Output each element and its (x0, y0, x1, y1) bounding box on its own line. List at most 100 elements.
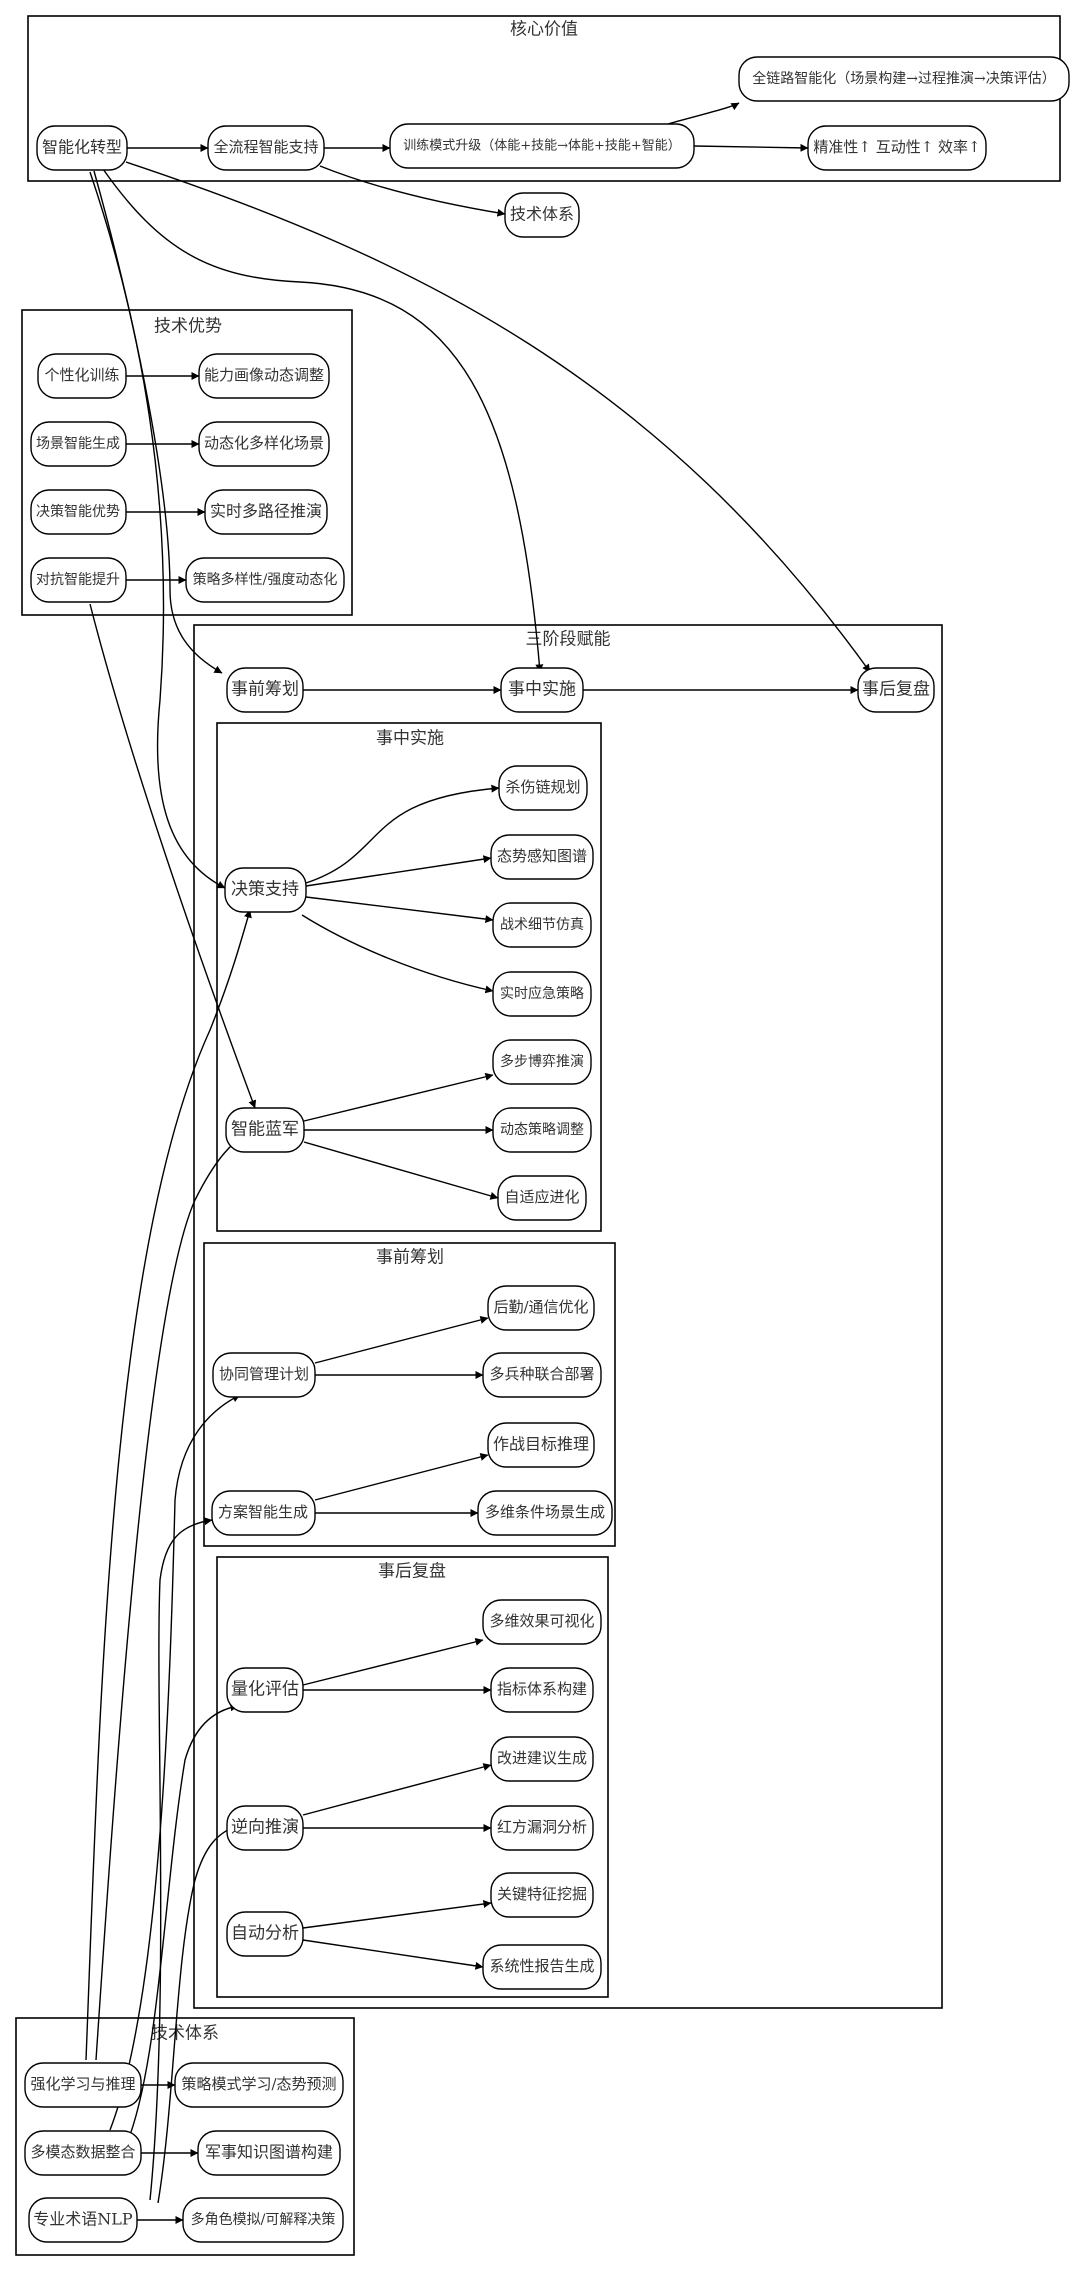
node-auto-analysis[interactable]: 自动分析 (226, 1911, 304, 1957)
node-pre[interactable]: 事前筹划 (226, 667, 304, 713)
edge-transform-decision (89, 171, 226, 889)
node-multimodal[interactable]: 多模态数据整合 (24, 2130, 142, 2176)
node-label: 多模态数据整合 (30, 2143, 135, 2161)
node-fullchain[interactable]: 全链路智能化（场景构建→过程推演→决策评估） (738, 56, 1070, 102)
node-label: 训练模式升级（体能+技能→体能+技能+智能） (403, 139, 681, 154)
node-label: 智能蓝军 (231, 1120, 299, 1140)
node-adaptive[interactable]: 自适应进化 (497, 1175, 587, 1221)
node-label: 杀伤链规划 (505, 778, 580, 796)
cluster-title-core-value: 核心价值 (510, 20, 578, 40)
node-multi-scene[interactable]: 多维条件场景生成 (477, 1490, 613, 1536)
node-quant-eval[interactable]: 量化评估 (226, 1667, 304, 1713)
edges (85, 102, 871, 2224)
node-label: 多维效果可视化 (489, 1612, 594, 1630)
node-mil-kg[interactable]: 军事知识图谱构建 (197, 2130, 341, 2176)
node-strategy-div[interactable]: 策略多样性/强度动态化 (185, 557, 345, 603)
edge-reverse-improve (302, 1763, 492, 1816)
node-situation-graph[interactable]: 态势感知图谱 (490, 834, 594, 880)
node-label: 动态化多样化场景 (204, 434, 324, 452)
node-label: 军事知识图谱构建 (205, 2143, 333, 2162)
edge-upgrade-precision (693, 143, 809, 152)
node-red-gap[interactable]: 红方漏洞分析 (490, 1805, 594, 1851)
node-label: 场景智能生成 (36, 436, 120, 452)
node-coord-plan[interactable]: 协同管理计划 (212, 1352, 316, 1398)
edge-plan-target (314, 1453, 489, 1501)
node-post[interactable]: 事后复盘 (857, 667, 935, 713)
node-ability-profile[interactable]: 能力画像动态调整 (198, 353, 330, 399)
node-improve[interactable]: 改进建议生成 (490, 1736, 594, 1782)
edge-multimodal-coord (109, 1394, 241, 2131)
node-multi-vis[interactable]: 多维效果可视化 (482, 1599, 602, 1645)
node-label: 能力画像动态调整 (204, 366, 324, 384)
node-label: 关键特征挖掘 (497, 1885, 587, 1903)
node-mid[interactable]: 事中实施 (500, 667, 584, 713)
node-tactic-sim[interactable]: 战术细节仿真 (492, 902, 592, 948)
node-label: 指标体系构建 (497, 1680, 587, 1698)
node-label: 多角色模拟/可解释决策 (191, 2211, 336, 2228)
node-joint-deploy[interactable]: 多兵种联合部署 (482, 1352, 602, 1398)
node-transform[interactable]: 智能化转型 (36, 125, 128, 171)
edge-adversarial-bluearmy (89, 603, 257, 1109)
node-label: 协同管理计划 (219, 1365, 309, 1383)
edge-decision-situation (305, 855, 492, 887)
node-sys-report[interactable]: 系统性报告生成 (482, 1944, 602, 1990)
node-scene-gen[interactable]: 场景智能生成 (30, 421, 127, 467)
node-tech-system[interactable]: 技术体系 (504, 192, 580, 238)
node-realtime-path[interactable]: 实时多路径推演 (204, 489, 328, 535)
node-killchain[interactable]: 杀伤链规划 (498, 765, 588, 811)
node-strategy-learn[interactable]: 策略模式学习/态势预测 (174, 2062, 344, 2108)
node-label: 系统性报告生成 (489, 1957, 594, 1975)
cluster-title-during: 事中实施 (376, 729, 444, 749)
node-training-upgrade[interactable]: 训练模式升级（体能+技能→体能+技能+智能） (389, 123, 695, 169)
node-label: 事中实施 (508, 680, 576, 700)
node-label: 全流程智能支持 (213, 138, 318, 156)
node-label: 智能化转型 (42, 138, 122, 157)
cluster-tech-system: 技术体系 (15, 2017, 355, 2256)
node-label: 方案智能生成 (218, 1503, 308, 1521)
edge-decision-emergency (301, 914, 494, 994)
node-blue-army[interactable]: 智能蓝军 (225, 1107, 305, 1153)
node-rl-infer[interactable]: 强化学习与推理 (24, 2062, 142, 2108)
node-fullflow[interactable]: 全流程智能支持 (207, 125, 325, 171)
node-label: 战术细节仿真 (500, 917, 584, 933)
node-label: 全链路智能化（场景构建→过程推演→决策评估） (752, 70, 1055, 87)
node-personal-train[interactable]: 个性化训练 (37, 353, 127, 399)
node-label: 专业术语NLP (33, 2210, 133, 2229)
edge-decision-killchain (305, 784, 500, 884)
node-label: 精准性↑ 互动性↑ 效率↑ (813, 138, 980, 156)
node-label: 态势感知图谱 (497, 847, 587, 865)
node-decision-support[interactable]: 决策支持 (224, 867, 307, 913)
node-decision-adv[interactable]: 决策智能优势 (30, 489, 127, 535)
node-logistics[interactable]: 后勤/通信优化 (487, 1285, 595, 1331)
edge-transform-mid (102, 168, 544, 673)
node-adversarial[interactable]: 对抗智能提升 (30, 557, 127, 603)
edge-upgrade-fullchain (667, 102, 740, 125)
cluster-title-after: 事后复盘 (378, 1562, 446, 1582)
edge-blue-adaptive (303, 1141, 499, 1200)
node-label: 动态策略调整 (500, 1121, 584, 1138)
cluster-three-stage: 三阶段赋能 (193, 624, 943, 2009)
node-plan-gen[interactable]: 方案智能生成 (211, 1490, 316, 1536)
node-key-feature[interactable]: 关键特征挖掘 (490, 1872, 594, 1918)
edge-transform-post (125, 161, 871, 673)
node-dynamic-scene[interactable]: 动态化多样化场景 (198, 421, 330, 467)
node-nlp[interactable]: 专业术语NLP (28, 2197, 138, 2243)
node-target-infer[interactable]: 作战目标推理 (487, 1422, 595, 1468)
node-label: 逆向推演 (231, 1818, 299, 1838)
node-label: 事后复盘 (862, 680, 930, 700)
node-label: 改进建议生成 (497, 1749, 587, 1767)
edge-auto-key (302, 1900, 492, 1929)
node-multistep[interactable]: 多步博弈推演 (492, 1039, 592, 1085)
node-label: 后勤/通信优化 (493, 1298, 588, 1316)
cluster-title-tech-system: 技术体系 (151, 2024, 219, 2044)
node-label: 技术体系 (510, 205, 574, 224)
node-multi-role[interactable]: 多角色模拟/可解释决策 (182, 2197, 344, 2243)
node-reverse[interactable]: 逆向推演 (226, 1805, 304, 1851)
node-label: 自适应进化 (504, 1188, 579, 1206)
node-precision[interactable]: 精准性↑ 互动性↑ 效率↑ (807, 125, 987, 171)
node-index-sys[interactable]: 指标体系构建 (490, 1667, 594, 1713)
cluster-tech-advantage: 技术优势 (21, 309, 353, 616)
node-dyn-strategy[interactable]: 动态策略调整 (492, 1107, 592, 1153)
node-emergency[interactable]: 实时应急策略 (492, 971, 592, 1017)
node-label: 对抗智能提升 (36, 572, 120, 588)
